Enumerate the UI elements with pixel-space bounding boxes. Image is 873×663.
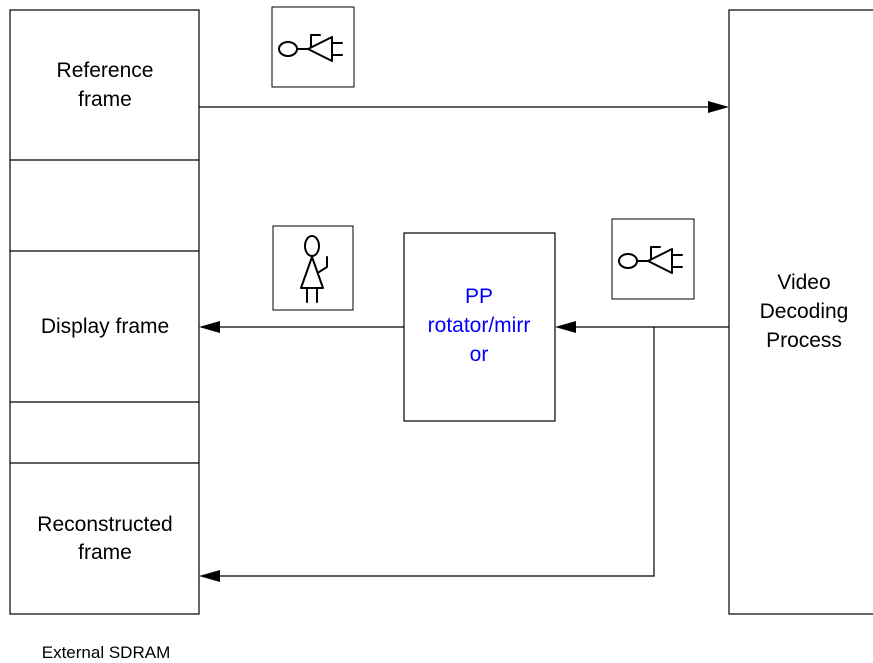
rotator-label-line2: rotator/mirr [428, 314, 531, 337]
display-frame-label: Display frame [41, 315, 169, 338]
video-to-rotator-arrow [555, 321, 729, 333]
reference-frame-label-line2: frame [78, 88, 132, 111]
rotated-person-icon [272, 225, 354, 311]
reconstructed-arrow-head [199, 570, 220, 582]
display-frame-cell: Display frame [41, 315, 169, 338]
rotator-to-display-head [199, 321, 220, 333]
video-label-line3: Process [766, 329, 842, 352]
reference-to-video-arrow [199, 101, 729, 113]
reference-arrow-head [708, 101, 729, 113]
reference-frame-cell: Reference frame [57, 59, 154, 111]
reference-frame-label-line1: Reference [57, 59, 154, 82]
rotator-box [403, 232, 556, 422]
reconstructed-frame-label-line2: frame [78, 541, 132, 564]
rotated-person-frame [272, 225, 354, 311]
video-to-rotator-head [555, 321, 576, 333]
sdram-outline [9, 9, 200, 615]
reconstructed-arrow-path [216, 327, 655, 577]
pp-rotator-mirror: PP rotator/mirr or [403, 232, 556, 422]
reference-fish-glyph-icon [271, 6, 355, 88]
video-decoding-box [728, 9, 873, 615]
rotator-label-line3: or [470, 343, 489, 366]
rotator-to-display-arrow [199, 321, 404, 333]
video-label-line2: Decoding [760, 300, 849, 323]
video-decoding-process: Video Decoding Process [728, 9, 873, 615]
sdram-caption: External SDRAM [42, 643, 170, 662]
external-sdram: Reference frame Display frame Reconstruc… [9, 9, 200, 662]
video-label-line1: Video [777, 271, 830, 294]
reconstructed-frame-label-line1: Reconstructed [37, 513, 172, 536]
video-to-reconstructed-arrow [199, 327, 655, 582]
input-fish-glyph-icon [611, 218, 695, 300]
rotator-label-line1: PP [465, 285, 493, 308]
reconstructed-frame-cell: Reconstructed frame [37, 513, 172, 564]
